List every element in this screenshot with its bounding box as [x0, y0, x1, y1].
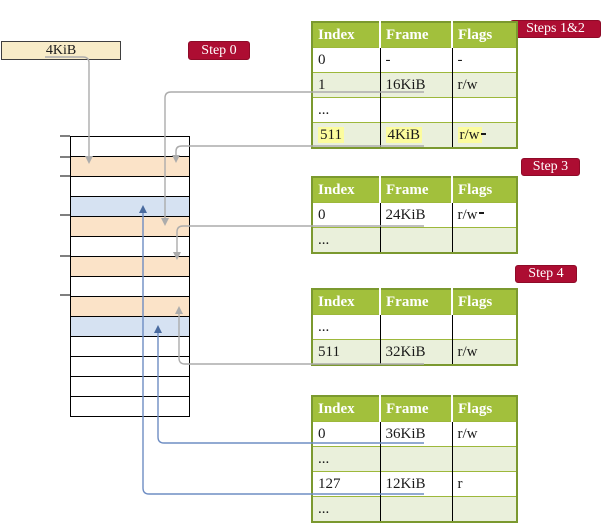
cell-flags: [452, 97, 517, 123]
cell-flags: r/w: [452, 122, 517, 148]
memory-frame-16kib: [71, 217, 189, 237]
cell-frame: [380, 97, 453, 123]
page-size-label: 4KiB: [45, 42, 77, 58]
table-row: 0 36KiB r/w: [312, 421, 517, 447]
cell-index: 511: [312, 122, 381, 148]
table-row: ...: [312, 227, 517, 253]
memory-frame-0kib: [71, 137, 189, 157]
memory-frame-24kib: [71, 257, 189, 277]
column-header-flags: Flags: [452, 289, 517, 315]
cell-flags: [452, 496, 517, 522]
cell-frame: 4KiB: [380, 122, 453, 148]
memory-frame-40kib: [71, 337, 189, 357]
table-row-highlighted: 511 4KiB r/w: [312, 122, 517, 148]
cell-flags: r: [452, 471, 517, 497]
cell-index: 1: [312, 72, 381, 98]
table-row: ...: [312, 446, 517, 472]
memory-tick: [60, 156, 70, 158]
page-table-step-4: Index Frame Flags ... 511 32KiB r/w: [311, 288, 518, 366]
table-row: 0 24KiB r/w: [312, 202, 517, 228]
page-table-step-3: Index Frame Flags 0 24KiB r/w ...: [311, 176, 518, 254]
column-header-flags: Flags: [452, 177, 517, 203]
cell-frame: 16KiB: [380, 72, 453, 98]
cell-index: 511: [312, 339, 381, 365]
cell-flags: [452, 227, 517, 253]
column-header-index: Index: [312, 396, 381, 422]
table-row: 127 12KiB r: [312, 471, 517, 497]
memory-frame-12kib: [71, 197, 189, 217]
cell-index: ...: [312, 227, 381, 253]
cell-frame: [380, 227, 453, 253]
column-header-index: Index: [312, 289, 381, 315]
cell-frame: [380, 314, 453, 340]
column-header-frame: Frame: [380, 396, 453, 422]
memory-tick: [60, 294, 70, 296]
cell-flags: r/w: [452, 339, 517, 365]
cell-flags: r/w: [452, 202, 517, 228]
page-size-box: 4KiB: [1, 41, 121, 60]
cell-frame: 24KiB: [380, 202, 453, 228]
memory-tick: [60, 175, 70, 177]
cell-index: 127: [312, 471, 381, 497]
page-table-leaf: Index Frame Flags 0 36KiB r/w ... 127 12…: [311, 395, 518, 523]
column-header-flags: Flags: [452, 22, 517, 48]
table-header-row: Index Frame Flags: [312, 289, 517, 315]
table-row: 0 - -: [312, 47, 517, 73]
cell-flags: [452, 314, 517, 340]
column-header-frame: Frame: [380, 289, 453, 315]
memory-frame-48kib: [71, 377, 189, 397]
table-row: 511 32KiB r/w: [312, 339, 517, 365]
badge-step-4: Step 4: [515, 265, 577, 283]
memory-frame-32kib: [71, 297, 189, 317]
table-header-row: Index Frame Flags: [312, 22, 517, 48]
table-header-row: Index Frame Flags: [312, 396, 517, 422]
cell-index: 0: [312, 202, 381, 228]
cell-frame: 32KiB: [380, 339, 453, 365]
memory-frame-44kib: [71, 357, 189, 377]
memory-tick: [60, 255, 70, 257]
cell-flags: r/w: [452, 421, 517, 447]
cell-index: ...: [312, 314, 381, 340]
cell-index: ...: [312, 496, 381, 522]
memory-frame-36kib: [71, 317, 189, 337]
memory-frame-20kib: [71, 237, 189, 257]
cell-flags: r/w: [452, 72, 517, 98]
cell-frame: [380, 446, 453, 472]
table-header-row: Index Frame Flags: [312, 177, 517, 203]
column-header-flags: Flags: [452, 396, 517, 422]
memory-frame-52kib: [71, 397, 189, 416]
memory-frame-8kib: [71, 177, 189, 197]
memory-tick: [60, 135, 70, 137]
badge-steps-1-2: Steps 1&2: [510, 20, 601, 38]
cell-frame: [380, 496, 453, 522]
column-header-frame: Frame: [380, 22, 453, 48]
cell-flags: -: [452, 47, 517, 73]
table-row: 1 16KiB r/w: [312, 72, 517, 98]
table-row: ...: [312, 97, 517, 123]
badge-step-3: Step 3: [521, 158, 580, 176]
badge-step-0: Step 0: [188, 41, 250, 60]
page-table-root: Index Frame Flags 0 - - 1 16KiB r/w ... …: [311, 21, 518, 149]
column-header-index: Index: [312, 22, 381, 48]
cell-index: ...: [312, 446, 381, 472]
memory-tick: [60, 214, 70, 216]
column-header-index: Index: [312, 177, 381, 203]
cell-index: 0: [312, 47, 381, 73]
table-row: ...: [312, 314, 517, 340]
physical-memory-stack: [70, 136, 190, 417]
cell-index: 0: [312, 421, 381, 447]
cell-frame: -: [380, 47, 453, 73]
column-header-frame: Frame: [380, 177, 453, 203]
memory-frame-4kib: [71, 157, 189, 177]
cell-flags: [452, 446, 517, 472]
memory-frame-28kib: [71, 277, 189, 297]
cell-index: ...: [312, 97, 381, 123]
cell-frame: 36KiB: [380, 421, 453, 447]
table-row: ...: [312, 496, 517, 522]
cell-frame: 12KiB: [380, 471, 453, 497]
